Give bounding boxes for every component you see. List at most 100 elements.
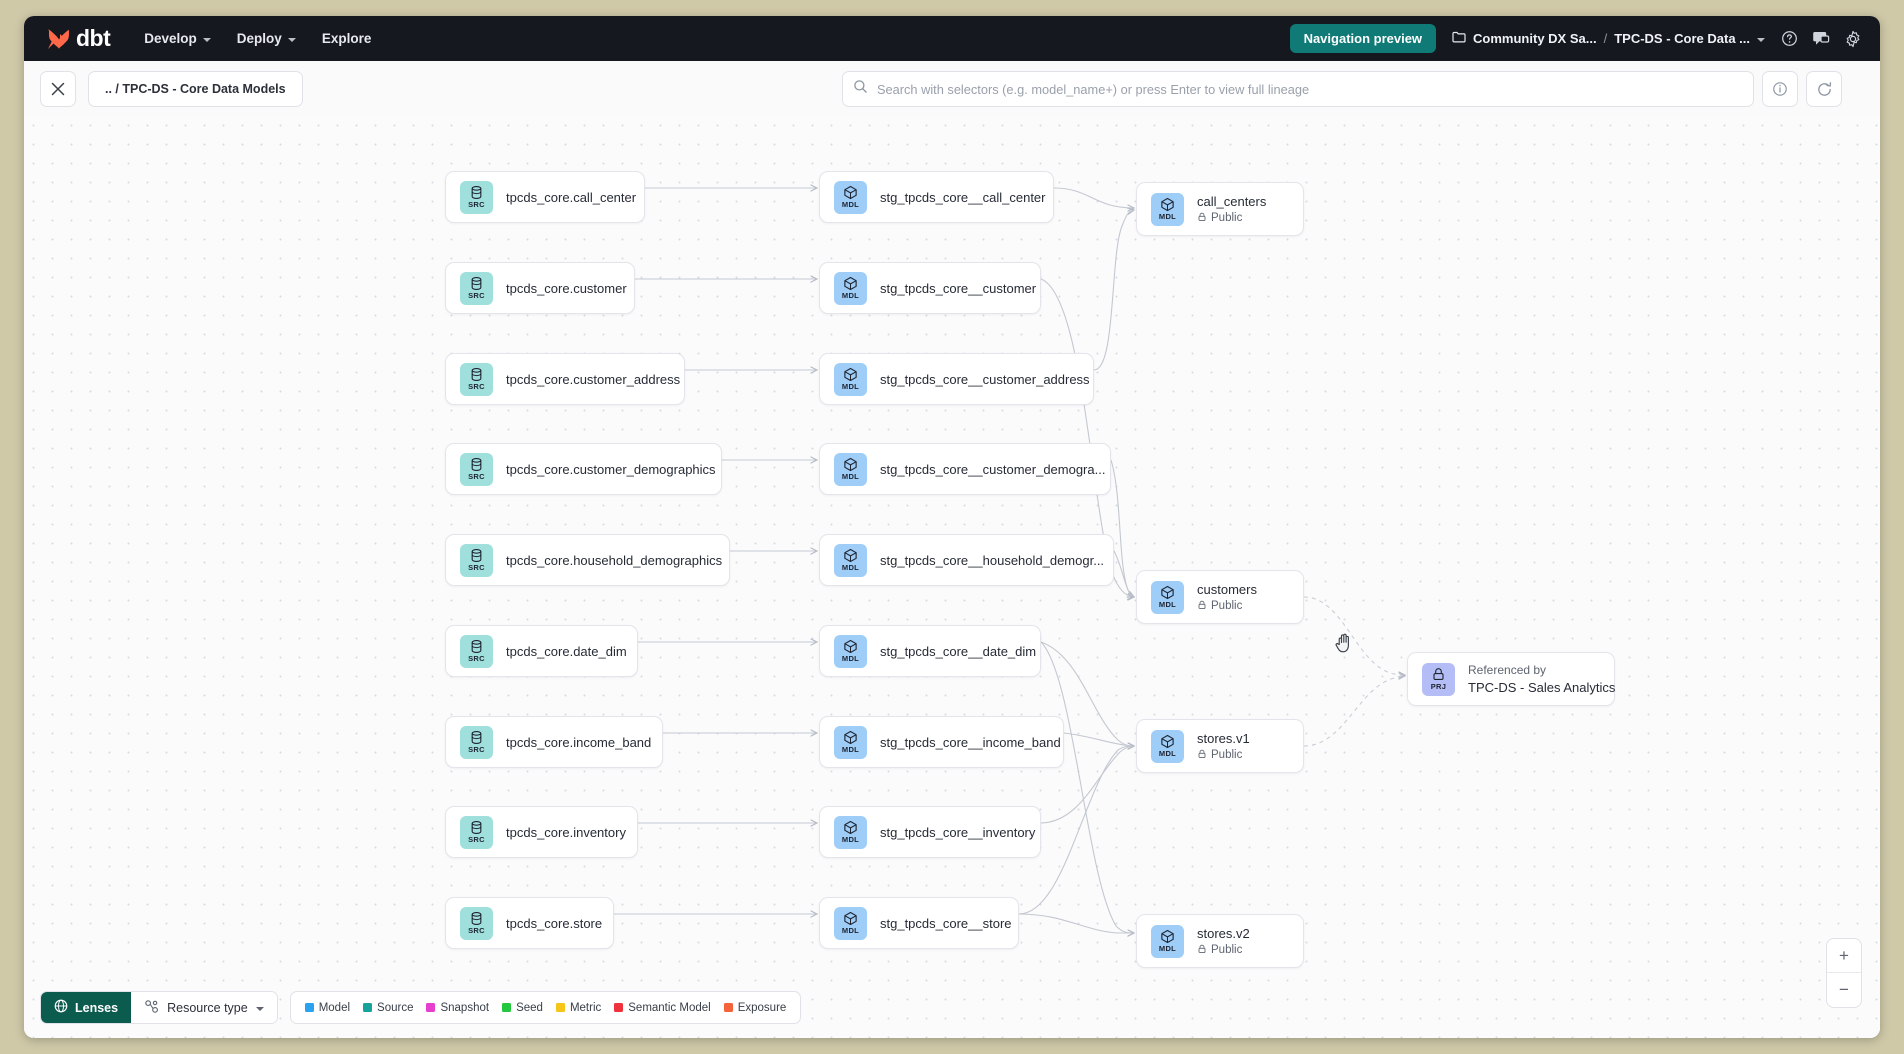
src-badge-icon: SRC bbox=[460, 543, 493, 577]
node-text-stack: Referenced by TPC-DS - Sales Analytics bbox=[1468, 663, 1615, 695]
node-label: stores.v2 bbox=[1197, 925, 1250, 941]
breadcrumb-project[interactable]: TPC-DS - Core Data ... bbox=[1614, 31, 1750, 46]
mdl-badge-icon: MDL bbox=[1151, 729, 1184, 763]
chevron-down-icon[interactable] bbox=[1757, 37, 1765, 42]
node-access-badge: Public bbox=[1197, 212, 1266, 225]
nav-icon-group bbox=[1781, 30, 1862, 48]
legend-item-model[interactable]: Model bbox=[304, 1002, 350, 1014]
node-access-label: Public bbox=[1211, 944, 1243, 956]
legend-item-snapshot[interactable]: Snapshot bbox=[426, 1002, 489, 1014]
node-label: stg_tpcds_core__customer_address bbox=[880, 371, 1090, 387]
top-navigation-bar: dbt Develop Deploy Explore Navigation pr… bbox=[24, 16, 1880, 61]
legend-item-semantic-model[interactable]: Semantic Model bbox=[614, 1001, 711, 1014]
legend-label: Semantic Model bbox=[628, 1001, 711, 1014]
legend-item-exposure[interactable]: Exposure bbox=[723, 1002, 786, 1014]
legend-swatch bbox=[502, 1003, 512, 1012]
node-label: stg_tpcds_core__income_band bbox=[880, 734, 1061, 750]
node-label: TPC-DS - Sales Analytics bbox=[1468, 680, 1616, 695]
legend-item-seed[interactable]: Seed bbox=[502, 1002, 543, 1014]
legend-item-source[interactable]: Source bbox=[363, 1002, 413, 1014]
breadcrumb-pill[interactable]: .. / TPC-DS - Core Data Models bbox=[88, 70, 303, 107]
node-text-stack: stg_tpcds_core__inventory bbox=[880, 825, 1035, 840]
navigation-preview-button[interactable]: Navigation preview bbox=[1289, 24, 1437, 53]
lenses-button[interactable]: Lenses bbox=[41, 992, 132, 1023]
mdl-badge-icon: MDL bbox=[834, 815, 867, 849]
node-label: stg_tpcds_core__customer_demogra... bbox=[880, 461, 1106, 477]
brand-name: dbt bbox=[76, 25, 111, 51]
close-button[interactable] bbox=[40, 70, 76, 107]
lineage-toolbar: .. / TPC-DS - Core Data Models bbox=[24, 61, 1880, 116]
bottom-bar: Lenses Resource type Model Source Snapshot… bbox=[40, 991, 802, 1024]
node-access-label: Public bbox=[1211, 600, 1243, 612]
search-area bbox=[842, 71, 1842, 107]
node-access-badge: Public bbox=[1197, 600, 1257, 613]
lineage-node-model[interactable]: MDL stg_tpcds_core__inventory bbox=[819, 806, 1041, 858]
legend-label: Metric bbox=[569, 1001, 602, 1014]
nav-item-develop[interactable]: Develop bbox=[144, 31, 211, 46]
lineage-node-source[interactable]: SRC tpcds_core.store bbox=[445, 897, 614, 949]
node-text-stack: tpcds_core.date_dim bbox=[506, 644, 627, 659]
folder-icon bbox=[1452, 31, 1466, 46]
legend-swatch bbox=[426, 1003, 436, 1012]
node-label: tpcds_core.customer bbox=[506, 280, 627, 296]
node-text-stack: stg_tpcds_core__customer_demogra... bbox=[880, 462, 1105, 477]
zoom-in-button[interactable]: + bbox=[1827, 939, 1861, 973]
node-access-label: Public bbox=[1211, 749, 1243, 761]
breadcrumb-account[interactable]: Community DX Sa... bbox=[1473, 31, 1597, 46]
src-badge-icon: SRC bbox=[460, 271, 493, 305]
lineage-node-source[interactable]: SRC tpcds_core.household_demographics bbox=[445, 534, 730, 586]
zoom-out-button[interactable]: − bbox=[1839, 980, 1849, 999]
search-input[interactable] bbox=[877, 81, 1743, 97]
help-circle-icon[interactable] bbox=[1781, 30, 1798, 47]
info-circle-icon[interactable] bbox=[1762, 71, 1798, 107]
search-box[interactable] bbox=[842, 71, 1754, 107]
nav-item-deploy[interactable]: Deploy bbox=[237, 31, 296, 46]
feedback-icon[interactable] bbox=[1812, 30, 1830, 47]
dbt-logo[interactable]: dbt bbox=[46, 25, 111, 52]
resource-type-button[interactable]: Resource type bbox=[131, 992, 277, 1023]
mdl-badge-icon: MDL bbox=[834, 180, 867, 214]
node-exposure-title: Referenced by bbox=[1468, 663, 1547, 677]
src-badge-icon: SRC bbox=[460, 906, 493, 940]
lock-icon bbox=[1197, 212, 1207, 225]
node-text-stack: tpcds_core.store bbox=[506, 916, 602, 931]
node-text-stack: stg_tpcds_core__household_demogr... bbox=[880, 553, 1104, 568]
lenses-label: Lenses bbox=[75, 1000, 119, 1015]
legend-swatch bbox=[614, 1003, 624, 1012]
lock-icon bbox=[1197, 749, 1207, 762]
lineage-node-source[interactable]: SRC tpcds_core.customer bbox=[445, 262, 635, 314]
nodes-icon bbox=[144, 999, 159, 1017]
legend-swatch bbox=[304, 1003, 314, 1012]
resource-type-label: Resource type bbox=[167, 1000, 248, 1015]
refresh-icon[interactable] bbox=[1806, 71, 1842, 107]
search-icon bbox=[853, 79, 868, 99]
chevron-down-icon bbox=[287, 37, 296, 42]
gear-icon[interactable] bbox=[1844, 30, 1862, 48]
legend-item-metric[interactable]: Metric bbox=[555, 1001, 602, 1014]
node-label: tpcds_core.household_demographics bbox=[506, 552, 723, 568]
nav-item-explore[interactable]: Explore bbox=[322, 31, 372, 46]
lock-icon bbox=[1197, 600, 1207, 613]
